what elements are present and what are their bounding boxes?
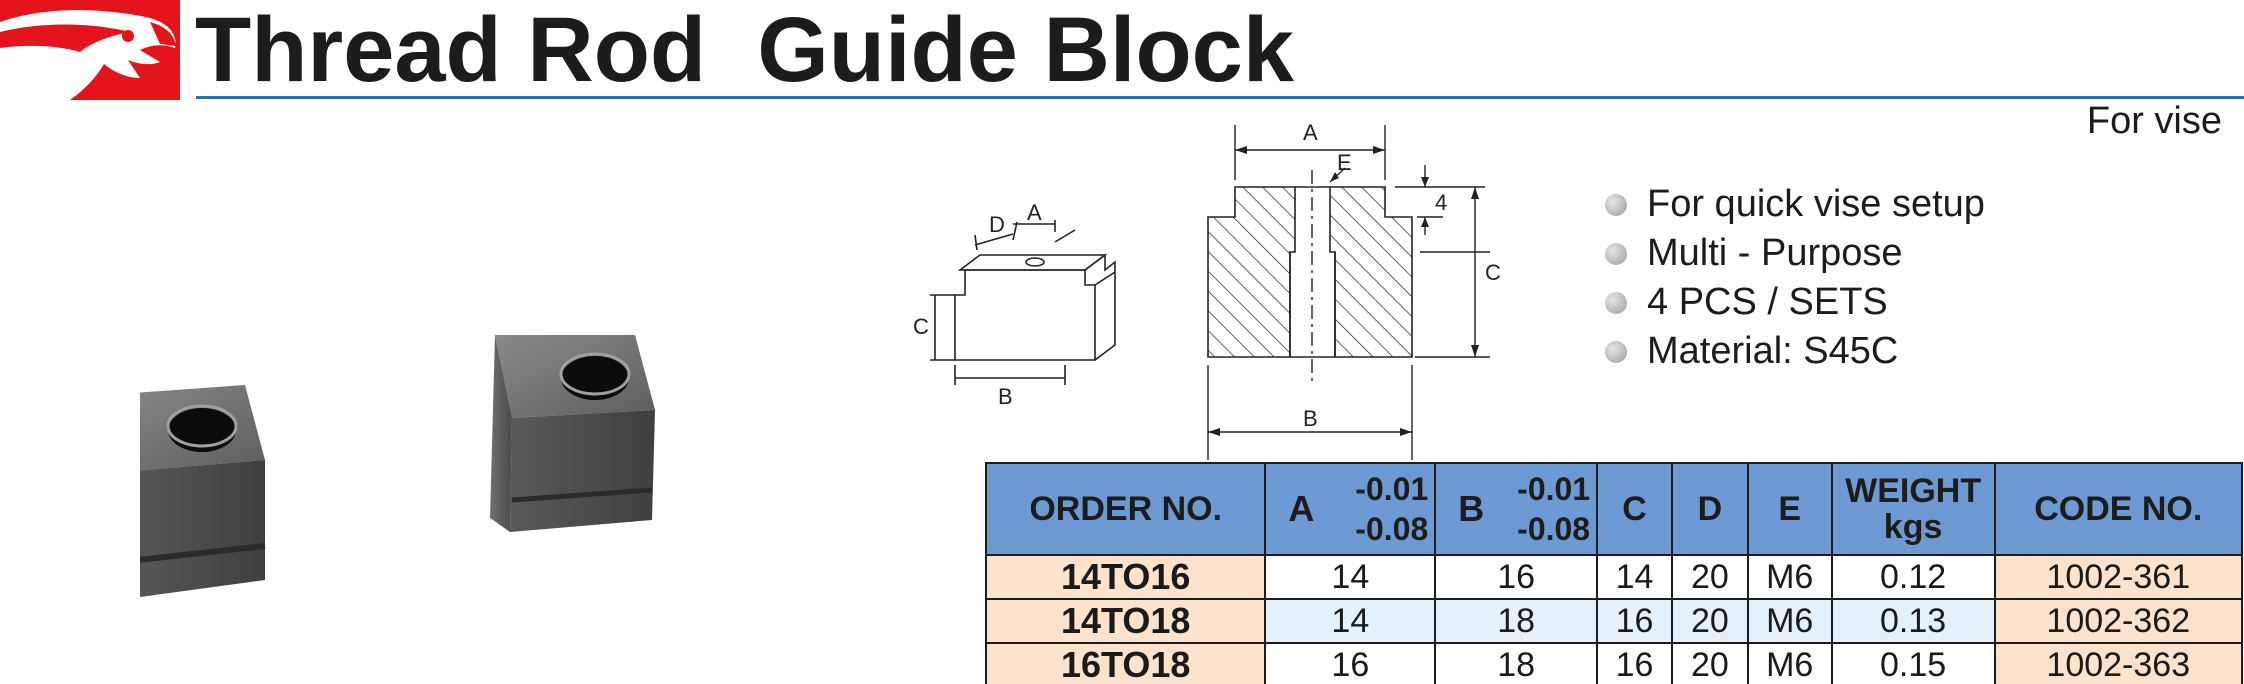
bullet-icon — [1605, 193, 1627, 216]
cell-code-no: 1002-363 — [1993, 642, 2244, 684]
page-subtitle: For vise — [2086, 100, 2222, 142]
feature-list: For quick vise setup Multi - Purpose 4 P… — [1605, 180, 1985, 376]
cell-code-no: 1002-362 — [1993, 598, 2244, 644]
section-label-4: 4 — [1435, 190, 1447, 215]
header-d: D — [1670, 462, 1749, 556]
cell-e: M6 — [1746, 554, 1833, 600]
title-divider — [196, 96, 2244, 99]
product-photo — [140, 335, 655, 598]
eagle-head-icon — [0, 10, 176, 100]
cell-e: M6 — [1746, 598, 1833, 644]
cell-b: 18 — [1434, 598, 1599, 644]
header-b-tol-lower: -0.08 — [1517, 511, 1591, 547]
header-b-label: B — [1458, 488, 1485, 529]
header-c: C — [1596, 462, 1673, 556]
feature-text: Material: S45C — [1647, 330, 1899, 372]
cell-d: 20 — [1670, 554, 1749, 600]
header-weight-line1: WEIGHT — [1845, 472, 1982, 510]
feature-item: Multi - Purpose — [1605, 229, 1985, 278]
page-title: Thread Rod Guide Block — [195, 0, 1295, 101]
header-weight-line2: kgs — [1883, 508, 1943, 546]
back-block — [490, 335, 655, 532]
brand-logo — [0, 0, 180, 100]
cell-weight: 0.15 — [1830, 642, 1996, 684]
iso-label-a: A — [1027, 200, 1042, 225]
cell-code-no: 1002-361 — [1993, 554, 2244, 600]
cell-order-no: 14TO16 — [984, 554, 1267, 600]
cell-c: 14 — [1596, 554, 1673, 600]
cell-weight: 0.13 — [1830, 598, 1996, 644]
bullet-icon — [1605, 242, 1627, 265]
cell-e: M6 — [1746, 642, 1833, 684]
header-e: E — [1746, 462, 1833, 556]
cell-order-no: 14TO18 — [984, 598, 1267, 644]
cell-b: 18 — [1434, 642, 1599, 684]
iso-label-b: B — [998, 384, 1013, 409]
feature-text: For quick vise setup — [1647, 183, 1985, 225]
feature-item: Material: S45C — [1605, 327, 1985, 376]
cell-c: 16 — [1596, 642, 1673, 684]
header-b: B -0.01 -0.08 — [1434, 462, 1599, 556]
table-header-row: ORDER NO. A -0.01 -0.08 B -0.01 -0.08 — [984, 462, 2244, 556]
header-a-tol-lower: -0.08 — [1355, 511, 1429, 547]
spec-table: ORDER NO. A -0.01 -0.08 B -0.01 -0.08 — [984, 462, 2244, 684]
feature-text: 4 PCS / SETS — [1647, 281, 1888, 323]
cell-c: 16 — [1596, 598, 1673, 644]
bullet-icon — [1605, 340, 1627, 363]
cell-a: 14 — [1264, 598, 1437, 644]
header-a: A -0.01 -0.08 — [1264, 462, 1437, 556]
iso-label-c: C — [913, 314, 929, 339]
table-row: 14TO16 14 16 14 20 M6 0.12 1002-361 — [984, 554, 2244, 600]
cell-b: 16 — [1434, 554, 1599, 600]
feature-item: For quick vise setup — [1605, 180, 1985, 229]
section-drawing: A E 4 C B — [1207, 120, 1501, 460]
front-block — [140, 385, 266, 598]
table-row: 14TO18 14 18 16 20 M6 0.13 1002-362 — [984, 598, 2244, 644]
header-code-no: CODE NO. — [1993, 462, 2244, 556]
cell-d: 20 — [1670, 642, 1749, 684]
header-a-label: A — [1288, 488, 1315, 529]
cell-weight: 0.12 — [1830, 554, 1996, 600]
section-label-e: E — [1337, 150, 1352, 175]
isometric-drawing: C B D A — [913, 200, 1116, 409]
header-a-tol-upper: -0.01 — [1355, 471, 1429, 507]
cell-order-no: 16TO18 — [984, 642, 1267, 684]
bullet-icon — [1605, 291, 1627, 314]
header-weight: WEIGHT kgs — [1830, 462, 1996, 556]
cell-a: 14 — [1264, 554, 1437, 600]
section-label-c: C — [1485, 260, 1501, 285]
table-row: 16TO18 16 18 16 20 M6 0.15 1002-363 — [984, 642, 2244, 684]
header-order-no: ORDER NO. — [984, 462, 1267, 556]
cell-a: 16 — [1264, 642, 1437, 684]
section-label-a: A — [1303, 120, 1318, 145]
feature-item: 4 PCS / SETS — [1605, 278, 1985, 327]
feature-text: Multi - Purpose — [1647, 232, 1903, 274]
section-label-b: B — [1303, 406, 1318, 431]
header-b-tol-upper: -0.01 — [1517, 471, 1591, 507]
iso-label-d: D — [989, 212, 1005, 237]
cell-d: 20 — [1670, 598, 1749, 644]
